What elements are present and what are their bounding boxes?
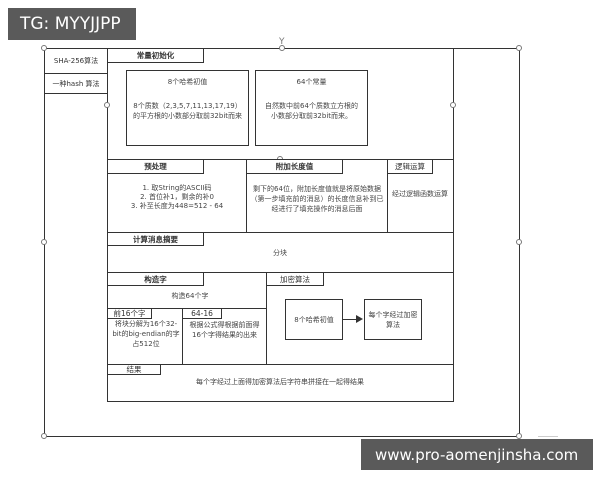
resize-handle-inner-left[interactable] [104, 102, 110, 108]
left-cell-hash-label: 一种hash 算法 [52, 79, 100, 88]
arrow-right-icon [356, 315, 363, 323]
encrypt-node-hash-initial-label: 8个哈希初值 [294, 315, 334, 324]
left-cell-sha256-label: SHA-256算法 [53, 57, 99, 65]
tab-encrypt: 加密算法 [266, 272, 324, 286]
left-cell-hash: 一种hash 算法 [45, 74, 107, 94]
tab-construct-words: 构造字 [107, 272, 204, 286]
resize-handle-tl[interactable] [41, 45, 47, 51]
constants-title: 64个常量 [296, 78, 327, 86]
inner-frame-right [453, 48, 454, 402]
resize-handle-inner-right[interactable] [450, 102, 456, 108]
hash-initial-body: 8个质数（2,3,5,7,11,13,17,19）的平方根的小数部分取前32bi… [132, 102, 243, 120]
compute-digest-body: 分块 [273, 249, 287, 257]
row2-divider-a [246, 159, 247, 233]
row4-divider [266, 272, 267, 365]
tab-result: 结果 [107, 364, 161, 375]
tab-constant-init: 常量初始化 [107, 48, 204, 63]
resize-handle-br[interactable] [516, 433, 522, 439]
tab-rest48-label: 64-16 [191, 309, 213, 318]
tab-logic-ops-label: 逻辑运算 [395, 162, 425, 171]
tab-logic-ops: 逻辑运算 [387, 159, 433, 174]
construct-words-body: 构造64个字 [171, 292, 209, 300]
top-watermark-text: TG: MYYJJPP [20, 14, 121, 34]
preprocess-line-3: 3. 补至长度为448=512 - 64 [130, 202, 224, 210]
tab-constant-init-label: 常量初始化 [136, 51, 175, 60]
encrypt-node-each-word: 每个字经过加密算法 [364, 299, 422, 340]
result-body: 每个字经过上面得加密算法后字符串拼接在一起得结果 [196, 378, 364, 386]
hash-initial-title: 8个哈希初值 [167, 78, 208, 86]
rotate-handle-icon[interactable]: Y [279, 37, 285, 47]
top-watermark-badge: TG: MYYJJPP [8, 8, 136, 40]
encrypt-node-each-word-label: 每个字经过加密算法 [368, 310, 418, 329]
first16-body: 将块分解为16个32-bit的big-endian的字占512位 [112, 320, 180, 348]
tab-rest48: 64-16 [182, 308, 222, 319]
resize-handle-left[interactable] [41, 239, 47, 245]
tab-preprocess-label: 预处理 [144, 162, 167, 171]
encrypt-arrow-line [343, 319, 357, 320]
resize-handle-tr[interactable] [516, 45, 522, 51]
encrypt-node-hash-initial: 8个哈希初值 [285, 299, 343, 340]
tab-first16: 前16个字 [107, 308, 152, 319]
preprocess-line-2: 2. 首位补1，剩余的补0 [140, 193, 214, 201]
row-divider-4 [107, 364, 454, 365]
preprocess-line-1: 1. 取String的ASCII码 [142, 184, 212, 192]
rest48-body: 根据公式得根据前面得16个字得结果的出来 [189, 321, 260, 339]
resize-handle-top[interactable] [279, 45, 285, 51]
tab-compute-digest: 计算消息摘要 [107, 232, 204, 246]
left-cell-sha256: SHA-256算法 [45, 49, 107, 74]
logic-ops-body: 经过逻辑函数运算 [392, 190, 448, 198]
row-divider-2 [107, 232, 454, 233]
bottom-watermark-text: www.pro-aomenjinsha.com [375, 445, 579, 464]
resize-handle-right[interactable] [516, 239, 522, 245]
hash-initial-box: 8个哈希初值 8个质数（2,3,5,7,11,13,17,19）的平方根的小数部… [126, 70, 249, 146]
resize-handle-bl[interactable] [41, 433, 47, 439]
row2-divider-b [387, 159, 388, 233]
constants-body: 自然数中前64个质数立方根的小数部分取前32bit而来。 [265, 102, 358, 120]
faint-mark [538, 436, 558, 437]
inner-frame-bottom [107, 401, 454, 402]
tab-encrypt-label: 加密算法 [280, 274, 310, 284]
constants-box: 64个常量 自然数中前64个质数立方根的小数部分取前32bit而来。 [255, 70, 368, 146]
tab-construct-words-label: 构造字 [144, 274, 167, 284]
tab-result-label: 结果 [126, 365, 142, 374]
bottom-watermark-badge: www.pro-aomenjinsha.com [361, 439, 593, 470]
tab-compute-digest-label: 计算消息摘要 [133, 234, 178, 244]
tab-preprocess: 预处理 [107, 159, 204, 174]
append-length-body: 剩下的64位，附加长度值就是将原始数据（第一步填充前的消息）的长度信息补到已经进… [250, 185, 384, 213]
tab-append-length-label: 附加长度值 [275, 162, 314, 171]
left-column-divider [107, 48, 108, 402]
construct-sub-vdivider [182, 308, 183, 365]
tab-first16-label: 前16个字 [113, 309, 146, 318]
tab-append-length: 附加长度值 [246, 159, 343, 174]
